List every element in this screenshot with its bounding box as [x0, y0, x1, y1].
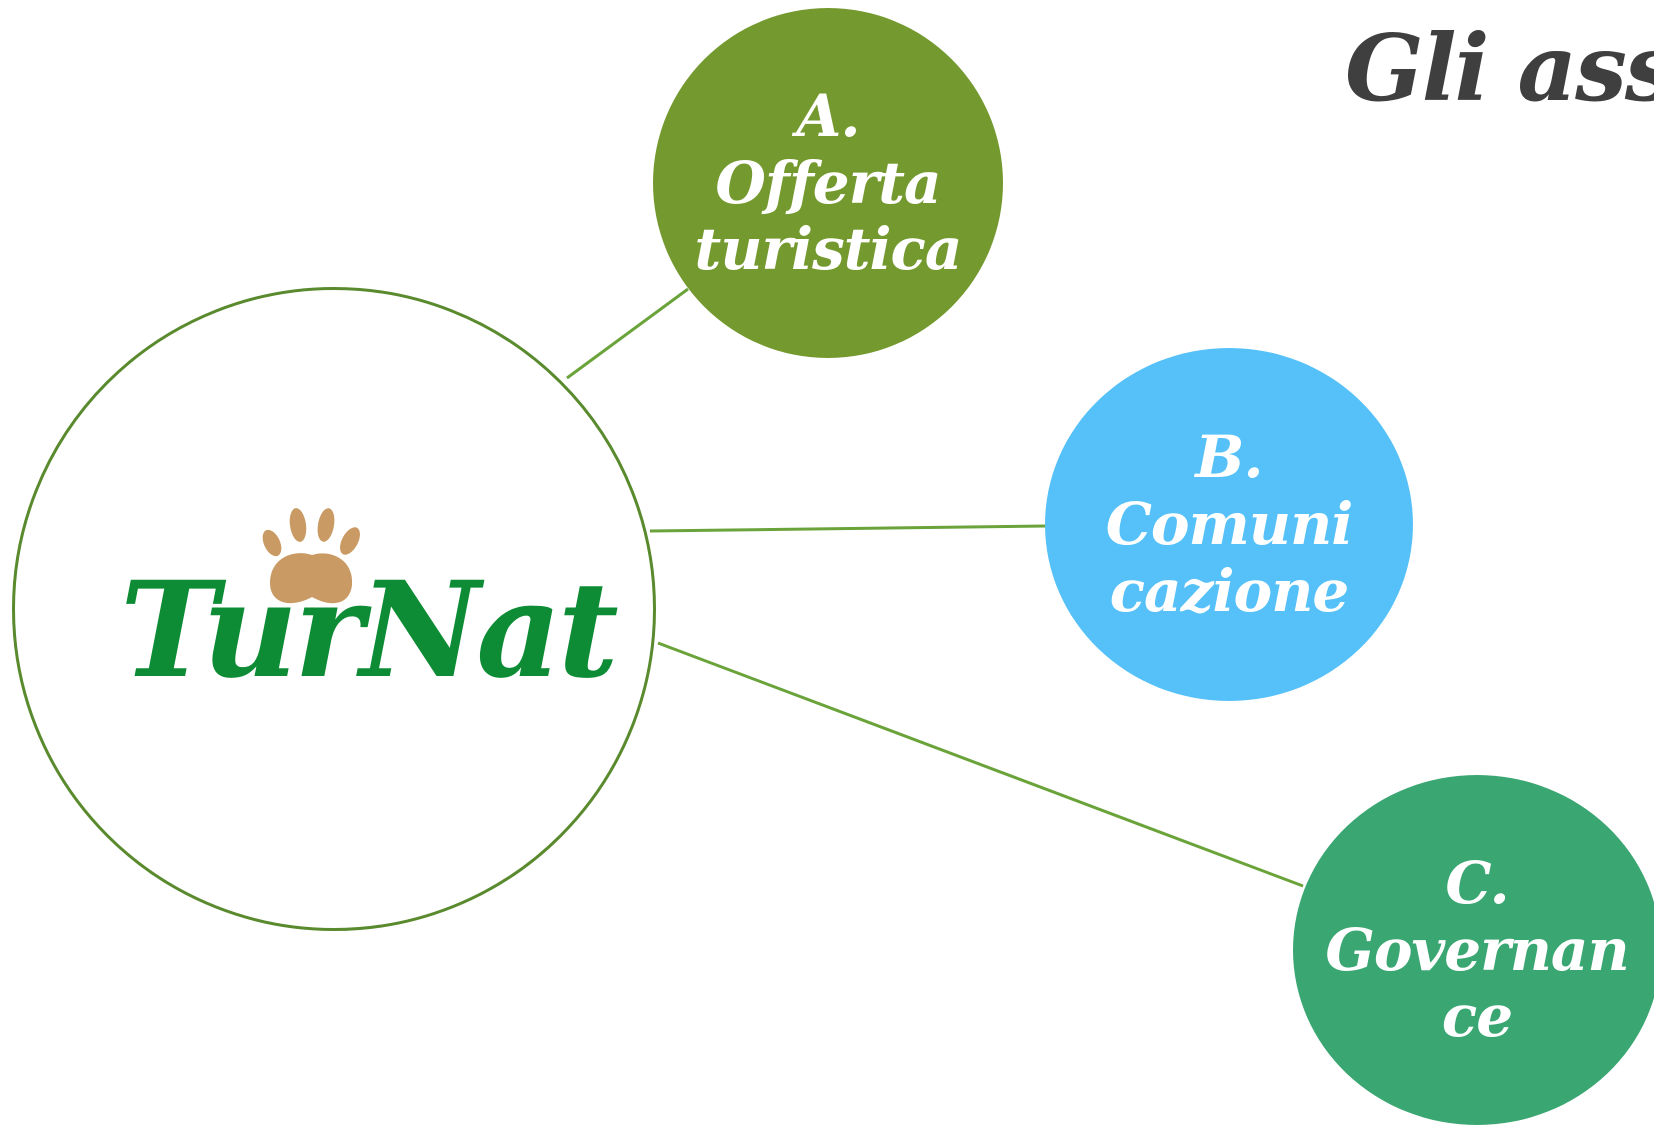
connector-b [649, 524, 1047, 533]
axis-b-node: B. Comuni cazione [1045, 348, 1413, 701]
axis-b-line-2: cazione [1109, 556, 1350, 625]
axis-c-line-1: Governan [1325, 915, 1629, 984]
axis-b-letter: B. [1195, 423, 1263, 492]
hub-circle [12, 287, 656, 931]
turnat-logo: TurNat [120, 505, 619, 735]
axis-b-line-1: Comuni [1105, 490, 1354, 559]
paw-print-icon [262, 508, 360, 604]
connector-c [657, 641, 1304, 888]
axis-a-node: A. Offerta turistica [653, 8, 1003, 358]
axis-c-letter: C. [1445, 848, 1509, 917]
slide-title: Gli assi [1345, 14, 1654, 122]
connector-a [566, 287, 689, 380]
axis-a-line-1: Offerta [715, 148, 941, 217]
axis-c-line-2: ce [1441, 982, 1513, 1051]
axis-a-line-2: turistica [694, 215, 963, 284]
axis-c-node: C. Governan ce [1293, 775, 1654, 1125]
logo-wordmark: TurNat [120, 553, 619, 708]
axis-a-letter: A. [796, 81, 860, 150]
